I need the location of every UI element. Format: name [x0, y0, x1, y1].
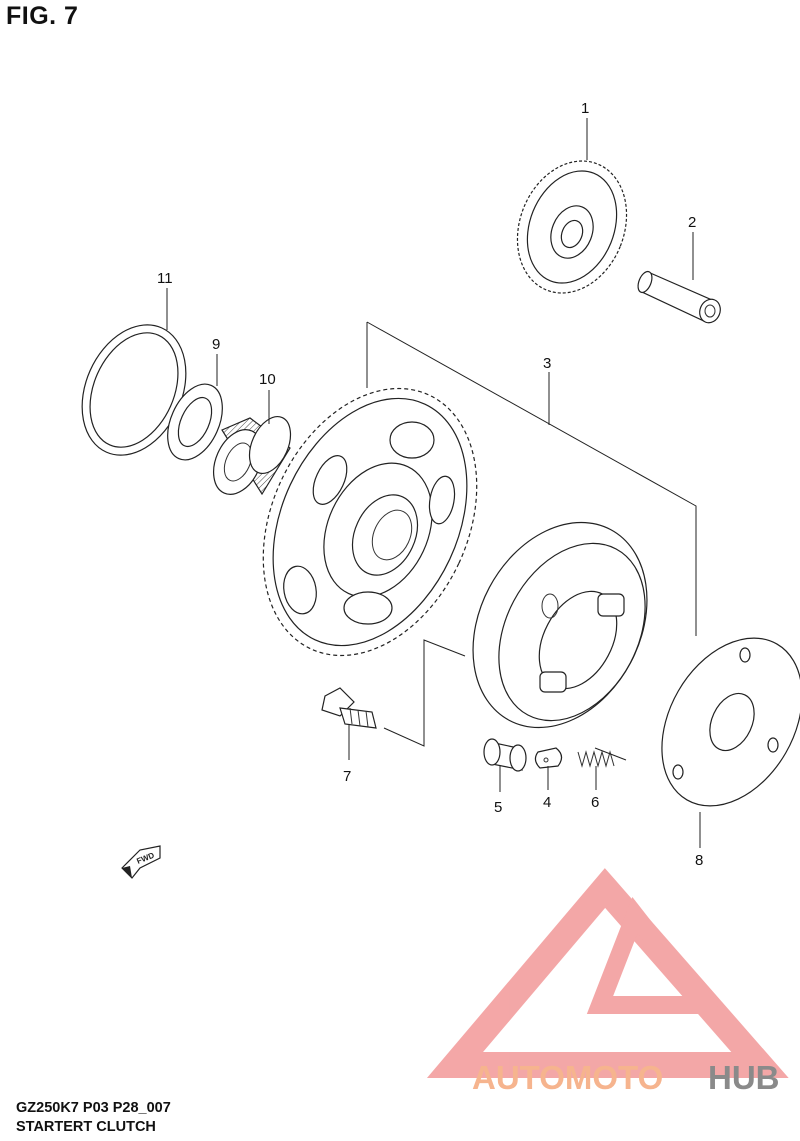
part-3-starter-driven-gear	[262, 387, 478, 657]
watermark-brand-b: HUB	[708, 1059, 780, 1096]
callout-11: 11	[157, 270, 173, 287]
callout-3: 3	[543, 355, 551, 372]
callout-1: 1	[581, 100, 589, 117]
callout-6: 6	[591, 794, 599, 811]
part-1-gear	[516, 160, 628, 294]
figure-title: FIG. 7	[6, 2, 79, 30]
callout-9: 9	[212, 336, 220, 353]
part-10-needle-bearing	[213, 416, 292, 496]
part-9-washer	[167, 383, 223, 461]
part-5-roller	[483, 738, 527, 772]
part-7-bolt	[321, 687, 377, 729]
part-11-ring	[81, 324, 187, 456]
part-6-spring	[577, 750, 615, 768]
fwd-arrow-icon: FWD	[121, 845, 161, 879]
part-8-plate	[661, 637, 800, 807]
model-code: GZ250K7 P03 P28_007	[16, 1100, 171, 1116]
diagram-footer: GZ250K7 P03 P28_007 STARTERT CLUTCH	[16, 1099, 171, 1137]
part-2-shaft	[637, 270, 721, 324]
callout-5: 5	[494, 799, 502, 816]
watermark-brand: AUTOMOTO HUB	[472, 1059, 780, 1096]
part-4-plunger	[534, 747, 563, 769]
callout-4: 4	[543, 794, 551, 811]
section-name: STARTERT CLUTCH	[16, 1119, 156, 1135]
part-3-clutch-housing	[472, 521, 648, 729]
watermark-logo-icon	[426, 868, 789, 1078]
leader-lines	[166, 118, 701, 848]
callout-8: 8	[695, 852, 703, 869]
watermark-brand-a: AUTOMOTO	[472, 1059, 663, 1096]
callout-7: 7	[343, 768, 351, 785]
callout-10: 10	[259, 371, 276, 388]
callout-2: 2	[688, 214, 696, 231]
